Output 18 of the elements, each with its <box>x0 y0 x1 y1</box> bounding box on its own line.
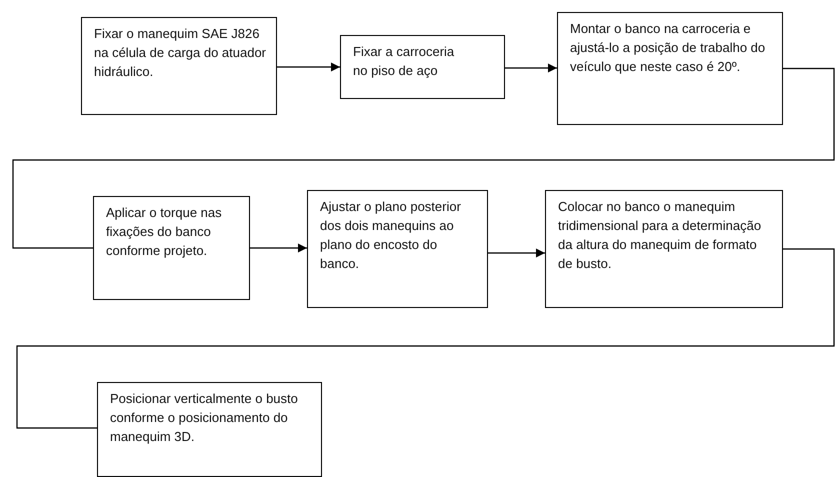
step-text: Posicionar verticalmente o busto conforme o posicionamento do manequim 3D. <box>110 390 299 446</box>
step-text: Montar o banco na carroceria e ajustá-lo a posição de trabalho do veículo que neste caso é 20º. <box>570 20 766 76</box>
step-text: Ajustar o plano posterior dos dois manequins ao plano do encosto do banco. <box>320 198 462 273</box>
arrow <box>250 244 307 252</box>
process-box <box>545 190 783 308</box>
process-box <box>340 35 505 99</box>
process-box <box>557 12 783 125</box>
process-box <box>93 196 250 300</box>
arrow <box>277 62 340 72</box>
process-box <box>81 17 277 115</box>
arrow <box>488 248 545 258</box>
step-text: Fixar o manequim SAE J826 na célula de carga do atuador hidráulico. <box>94 25 266 81</box>
step-text: Colocar no banco o manequim tridimensional para a determinação da altura do manequim de formato de busto. <box>558 198 762 273</box>
step-text: Aplicar o torque nas fixações do banco conforme projeto. <box>106 204 223 260</box>
step-text: Fixar a carroceria no piso de aço <box>353 43 456 80</box>
process-box <box>97 382 322 477</box>
arrow <box>505 64 557 72</box>
process-box <box>307 190 488 308</box>
